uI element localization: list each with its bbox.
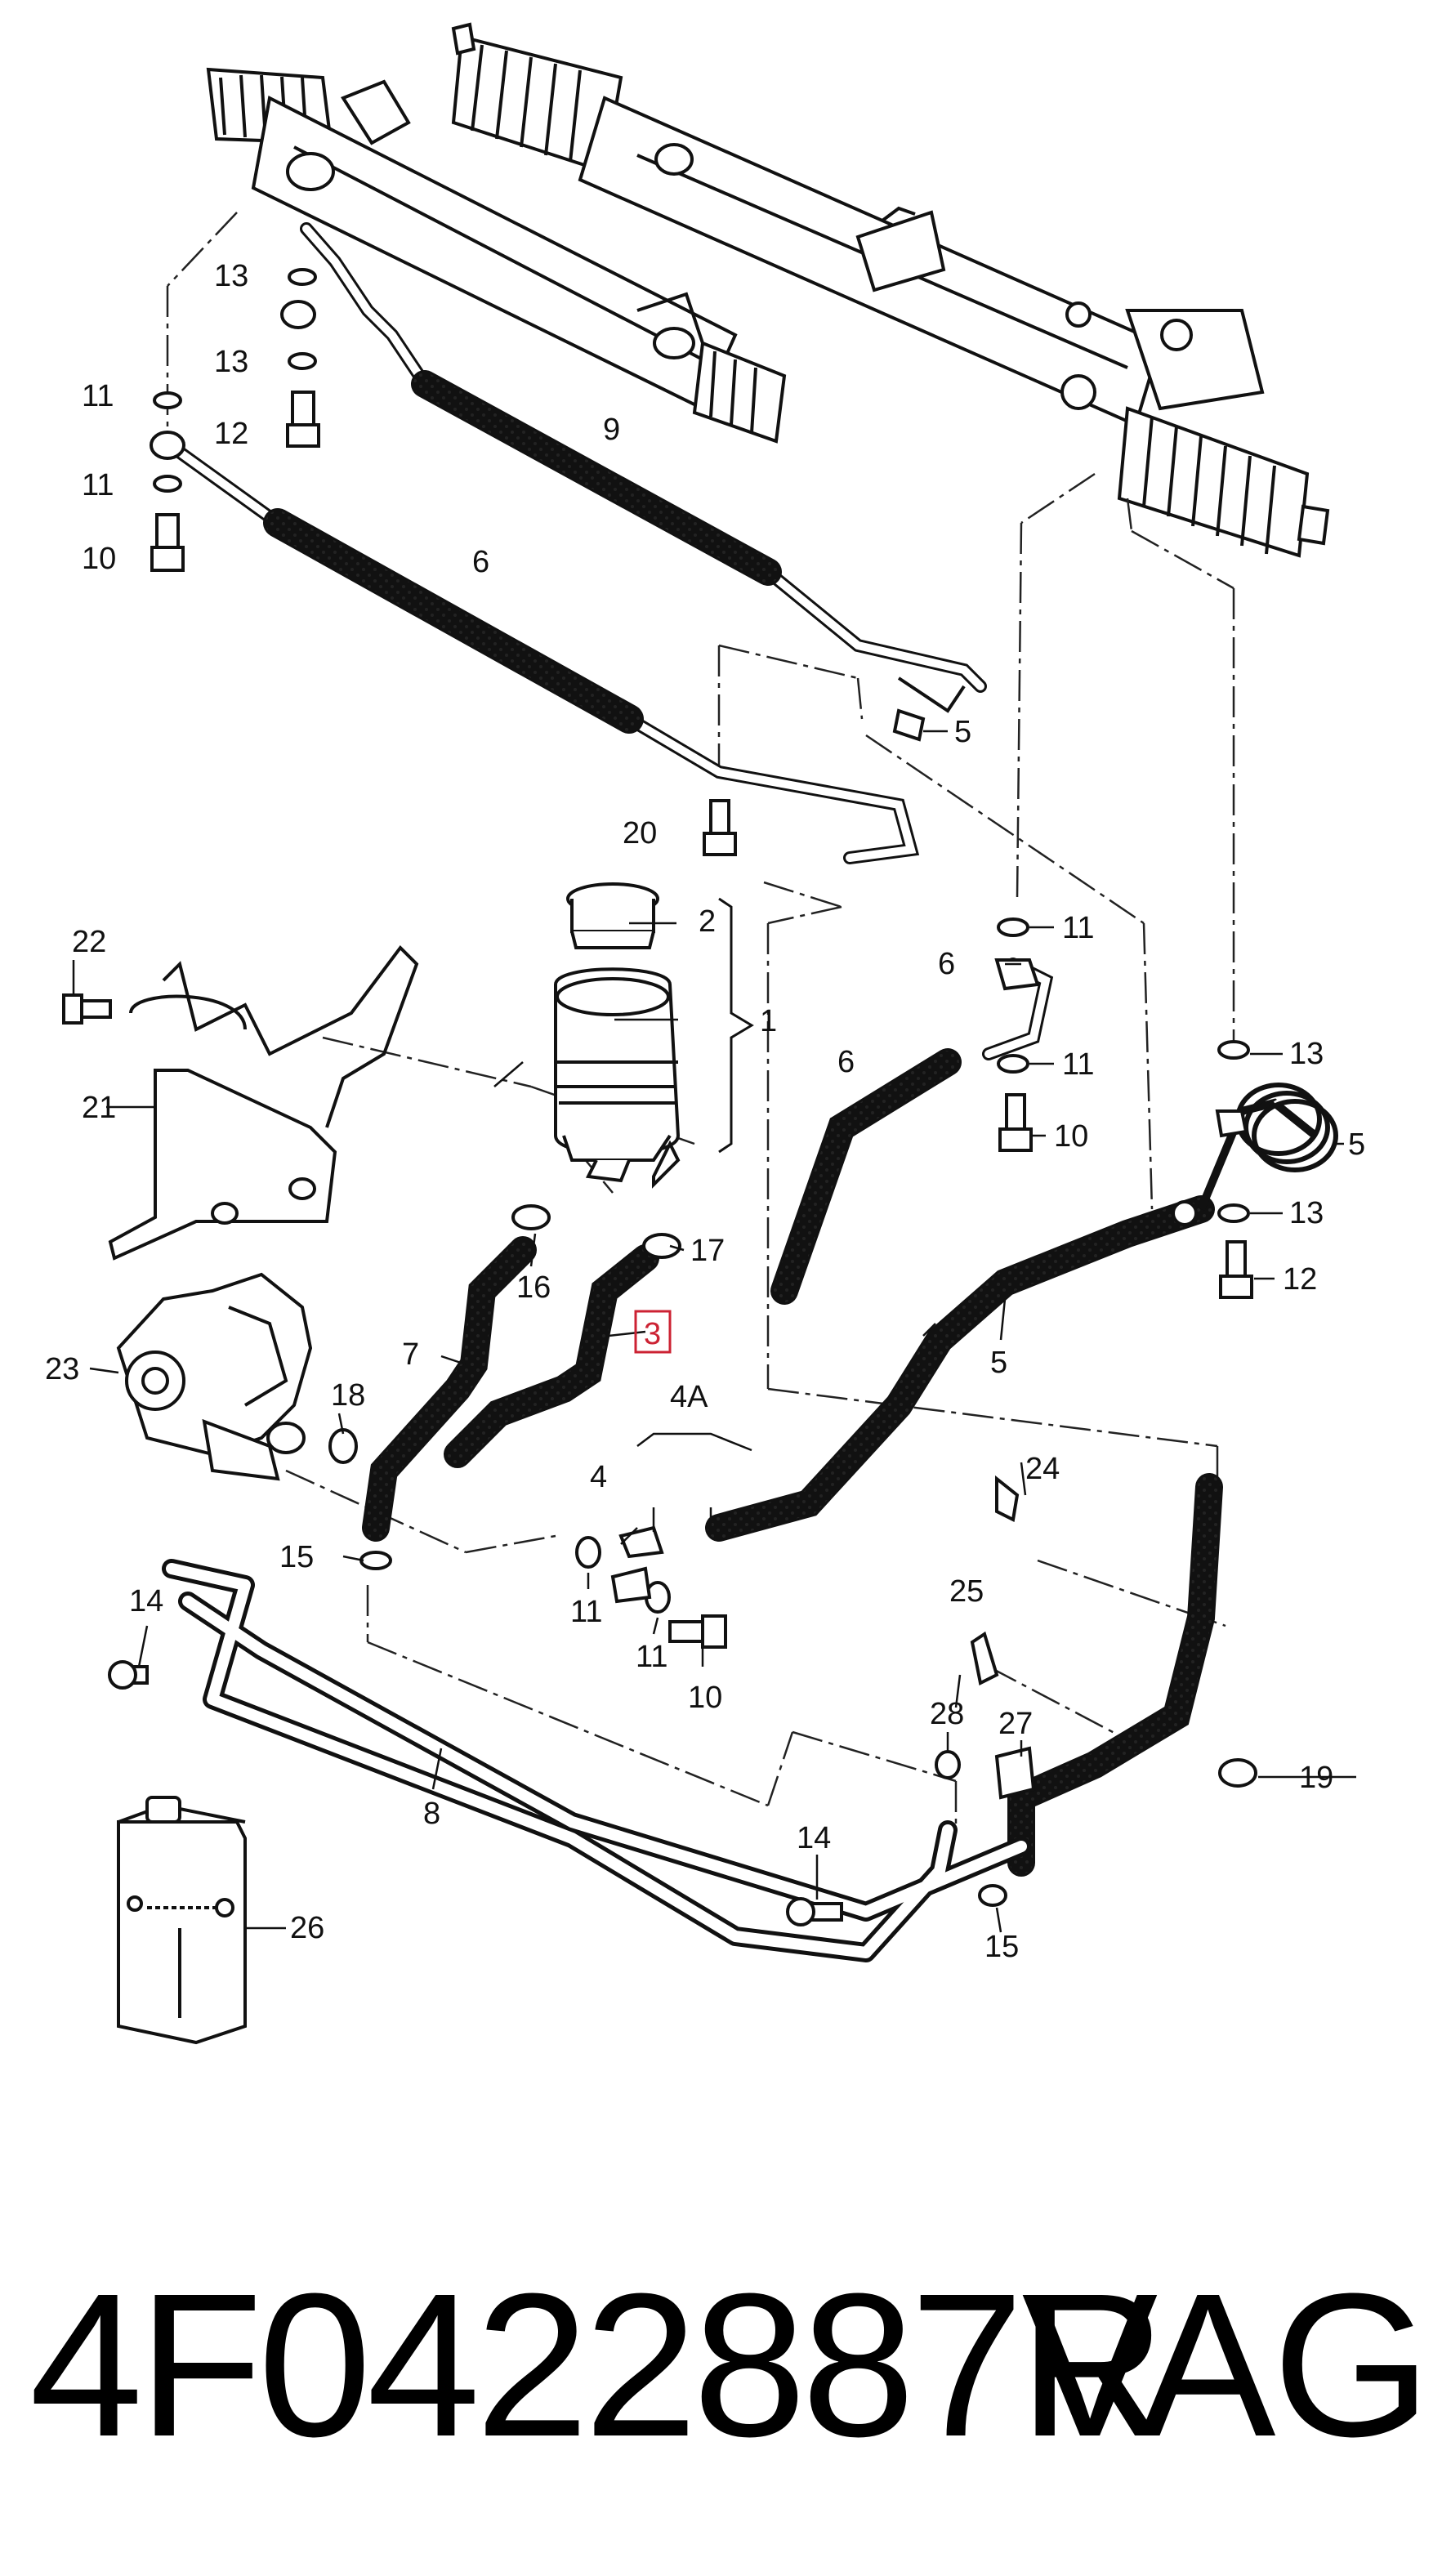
- callout-16: 16: [516, 1270, 551, 1305]
- callout-10-left: 10: [82, 542, 116, 576]
- callout-leaders: [72, 730, 1356, 1933]
- reservoir: [554, 882, 681, 1189]
- callout-21: 21: [82, 1091, 116, 1125]
- dash-dot-leaders: [166, 212, 1235, 1830]
- callout-15-b: 15: [984, 1930, 1019, 1964]
- bracket-1: [718, 897, 754, 1154]
- hose-right-vertical: [1007, 1473, 1223, 1877]
- callout-11-a: 11: [82, 379, 114, 413]
- callout-15-a: 15: [279, 1540, 314, 1574]
- brand-name: VAG: [1021, 2251, 1431, 2479]
- callout-14-b: 14: [797, 1821, 831, 1855]
- callout-10-right: 10: [1054, 1119, 1088, 1154]
- callout-3: 3: [644, 1317, 661, 1351]
- callout-11-d: 11: [1062, 1047, 1094, 1082]
- bolts: [62, 391, 1253, 1926]
- callout-18: 18: [331, 1378, 365, 1413]
- callout-12-a: 12: [214, 417, 248, 451]
- callout-14-a: 14: [129, 1584, 163, 1618]
- callout-6-upper: 6: [472, 545, 489, 579]
- callout-12-b: 12: [1283, 1262, 1317, 1297]
- callout-5-coil: 5: [1348, 1127, 1365, 1162]
- can-26: [117, 1796, 247, 2045]
- callout-19: 19: [1299, 1761, 1333, 1795]
- callout-11-b: 11: [82, 468, 114, 502]
- callout-2: 2: [699, 904, 716, 939]
- callout-13-b: 13: [214, 345, 248, 379]
- line-8-inner: [166, 1563, 1027, 1958]
- hose-3: [444, 1244, 659, 1468]
- callout-4: 4: [590, 1460, 607, 1494]
- callout-11-e: 11: [570, 1595, 602, 1629]
- steering-rack-front: [451, 22, 1330, 558]
- callout-13-c: 13: [1289, 1037, 1324, 1071]
- callout-6-lower: 6: [837, 1045, 855, 1079]
- callout-26: 26: [290, 1911, 324, 1945]
- callout-1: 1: [760, 1004, 777, 1038]
- callout-25: 25: [949, 1574, 984, 1609]
- callout-28: 28: [930, 1697, 964, 1731]
- callout-9: 9: [603, 413, 620, 447]
- part-number: 4F0422887R: [29, 2251, 1167, 2479]
- callout-5-lower: 5: [990, 1346, 1007, 1380]
- callout-13-d: 13: [1289, 1196, 1324, 1230]
- callout-17: 17: [690, 1234, 725, 1268]
- bracket-21: [108, 944, 419, 1261]
- steering-rack-rear: [206, 67, 787, 444]
- callout-22: 22: [72, 925, 106, 959]
- callout-10-lower: 10: [688, 1681, 722, 1715]
- banjo-fittings: [150, 300, 1248, 1604]
- footer: 4F0422887R VAG: [29, 2243, 1431, 2488]
- callout-8: 8: [423, 1797, 440, 1831]
- hose-5-return: [705, 1085, 1319, 1542]
- clamps: [328, 1204, 1257, 1907]
- callout-3-box: [634, 1310, 672, 1354]
- callout-20: 20: [623, 816, 657, 850]
- washers: [153, 268, 1250, 1614]
- callout-27: 27: [998, 1707, 1033, 1741]
- callout-23: 23: [45, 1352, 79, 1386]
- hose-9: [300, 222, 987, 693]
- pump-23: [116, 1272, 313, 1481]
- hose-7: [362, 1236, 537, 1542]
- callout-4a: 4A: [670, 1380, 708, 1414]
- callout-13-a: 13: [214, 259, 248, 293]
- callout-24: 24: [1025, 1452, 1060, 1486]
- hose-6-upper: [169, 443, 966, 864]
- callout-7: 7: [402, 1337, 419, 1372]
- callout-11-c: 11: [1062, 911, 1094, 945]
- callout-11-f: 11: [636, 1640, 667, 1674]
- callout-6-banjo: 6: [938, 947, 955, 981]
- callout-5-upper: 5: [954, 715, 971, 749]
